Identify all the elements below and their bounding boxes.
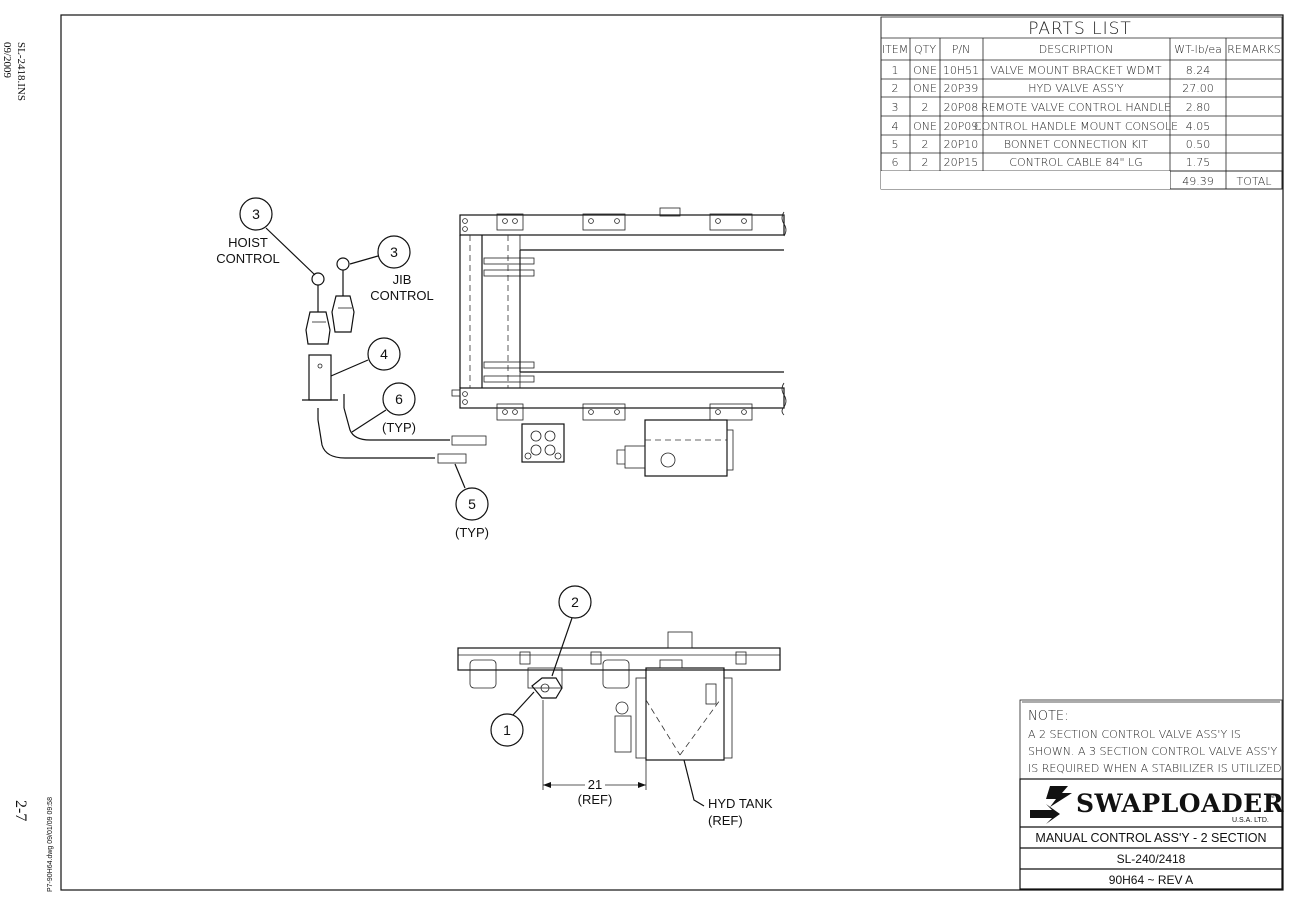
parts-list: PARTS LIST ITEM QTY P/N DESCRIPTION WT-l…: [880, 16, 1283, 190]
balloon-1: [490, 713, 524, 747]
balloon-6-label: 6: [395, 391, 403, 407]
row2-qty: ONE: [913, 82, 937, 95]
balloon-4: [367, 337, 401, 371]
balloon-4-label: 4: [380, 346, 388, 362]
row6-description: CONTROL CABLE 84" LG: [1009, 156, 1142, 169]
row2-description: HYD VALVE ASS'Y: [1028, 82, 1124, 95]
row5-qty: 2: [922, 138, 929, 151]
row1-pn: 10H51: [943, 64, 979, 77]
row5-item: 5: [892, 138, 899, 151]
header-qty: QTY: [914, 43, 936, 56]
row4-item: 4: [892, 120, 899, 133]
balloon-3-hoist: [239, 197, 273, 231]
control-handles: [305, 257, 355, 345]
logo-text: SWAPLOADER: [1076, 789, 1284, 818]
row3-item: 3: [892, 101, 899, 114]
note-line3: IS REQUIRED WHEN A STABILIZER IS UTILIZE…: [1028, 762, 1282, 775]
row6-pn: 20P15: [944, 156, 979, 169]
title-block: SWAPLOADER TM U.S.A. LTD. MANUAL CONTROL…: [1019, 778, 1284, 890]
header-description: DESCRIPTION: [1039, 43, 1113, 56]
note-box: NOTE: A 2 SECTION CONTROL VALVE ASS'Y IS…: [1019, 699, 1283, 780]
balloon-6-typ: (TYP): [382, 420, 416, 435]
swaploader-logo: SWAPLOADER TM U.S.A. LTD.: [1030, 786, 1284, 824]
row1-item: 1: [892, 64, 899, 77]
handle-console: [302, 354, 338, 401]
dimension-ref: (REF): [578, 792, 613, 807]
doc-date: 09/2009: [1, 42, 13, 79]
row4-qty: ONE: [913, 120, 937, 133]
total-label: TOTAL: [1237, 175, 1272, 188]
balloon-3-hoist-label: 3: [252, 206, 260, 222]
row6-weight: 1.75: [1186, 156, 1211, 169]
row3-qty: 2: [922, 101, 929, 114]
hoist-control-line1: HOIST: [228, 235, 268, 250]
hoist-control-line2: CONTROL: [216, 251, 280, 266]
row3-weight: 2.80: [1186, 101, 1211, 114]
row2-weight: 27.00: [1182, 82, 1214, 95]
model-number: SL-240/2418: [1117, 852, 1186, 866]
total-weight: 49.39: [1182, 175, 1214, 188]
control-cables: [317, 394, 487, 464]
margin-info: SL-2418.INS 09/2009 2-7 P7-90H64.dwg 09/…: [1, 42, 54, 892]
page-number: 2-7: [12, 800, 29, 821]
logo-subtitle: U.S.A. LTD.: [1232, 817, 1269, 824]
frame-top-view: [451, 207, 787, 477]
row4-description: CONTROL HANDLE MOUNT CONSOLE: [974, 120, 1178, 133]
hyd-tank-line2: (REF): [708, 813, 743, 828]
row6-item: 6: [892, 156, 899, 169]
row2-item: 2: [892, 82, 899, 95]
balloon-1-label: 1: [503, 722, 511, 738]
row5-weight: 0.50: [1186, 138, 1211, 151]
row3-description: REMOTE VALVE CONTROL HANDLE: [981, 101, 1171, 114]
row1-description: VALVE MOUNT BRACKET WDMT: [990, 64, 1162, 77]
row5-pn: 20P10: [944, 138, 979, 151]
balloon-6: [382, 382, 416, 416]
logo-tm: TM: [1266, 794, 1275, 800]
row1-qty: ONE: [913, 64, 937, 77]
callouts: 3 HOIST CONTROL 3 JIB CONTROL 4 6 (TYP) …: [216, 197, 773, 828]
balloon-5: [455, 487, 489, 521]
header-item: ITEM: [882, 43, 908, 56]
note-heading: NOTE:: [1028, 709, 1069, 724]
hyd-tank-line1: HYD TANK: [708, 796, 773, 811]
row6-qty: 2: [922, 156, 929, 169]
header-weight: WT-lb/ea: [1174, 43, 1222, 56]
drawing-title: MANUAL CONTROL ASS'Y - 2 SECTION: [1035, 831, 1266, 845]
row5-description: BONNET CONNECTION KIT: [1004, 138, 1149, 151]
balloon-2-label: 2: [571, 594, 579, 610]
balloon-3-jib: [377, 235, 411, 269]
logo-arrow-icon: [1046, 786, 1072, 807]
jib-control-line1: JIB: [393, 272, 412, 287]
table-rows: 1 ONE 10H51 VALVE MOUNT BRACKET WDMT 8.2…: [892, 64, 1214, 169]
dimension-value: 21: [588, 777, 602, 792]
balloon-2: [558, 585, 592, 619]
doc-id: SL-2418.INS: [15, 42, 27, 101]
row4-pn: 20P09: [944, 120, 979, 133]
balloon-3-jib-label: 3: [390, 244, 398, 260]
file-stamp: P7-90H64.dwg 09/01/09 09:58: [47, 797, 54, 892]
row1-weight: 8.24: [1186, 64, 1211, 77]
sheet-border: [60, 14, 1284, 891]
parts-list-title: PARTS LIST: [1028, 19, 1132, 39]
jib-control-line2: CONTROL: [370, 288, 434, 303]
row4-weight: 4.05: [1186, 120, 1211, 133]
header-remarks: REMARKS: [1227, 43, 1280, 56]
frame-side-view: [457, 631, 781, 790]
header-pn: P/N: [952, 43, 971, 56]
balloon-5-label: 5: [468, 496, 476, 512]
drawing-number: 90H64 ~ REV A: [1109, 873, 1193, 887]
note-line1: A 2 SECTION CONTROL VALVE ASS'Y IS: [1028, 728, 1241, 741]
row3-pn: 20P08: [944, 101, 979, 114]
note-line2: SHOWN. A 3 SECTION CONTROL VALVE ASS'Y: [1028, 745, 1277, 758]
balloon-5-typ: (TYP): [455, 525, 489, 540]
row2-pn: 20P39: [944, 82, 979, 95]
